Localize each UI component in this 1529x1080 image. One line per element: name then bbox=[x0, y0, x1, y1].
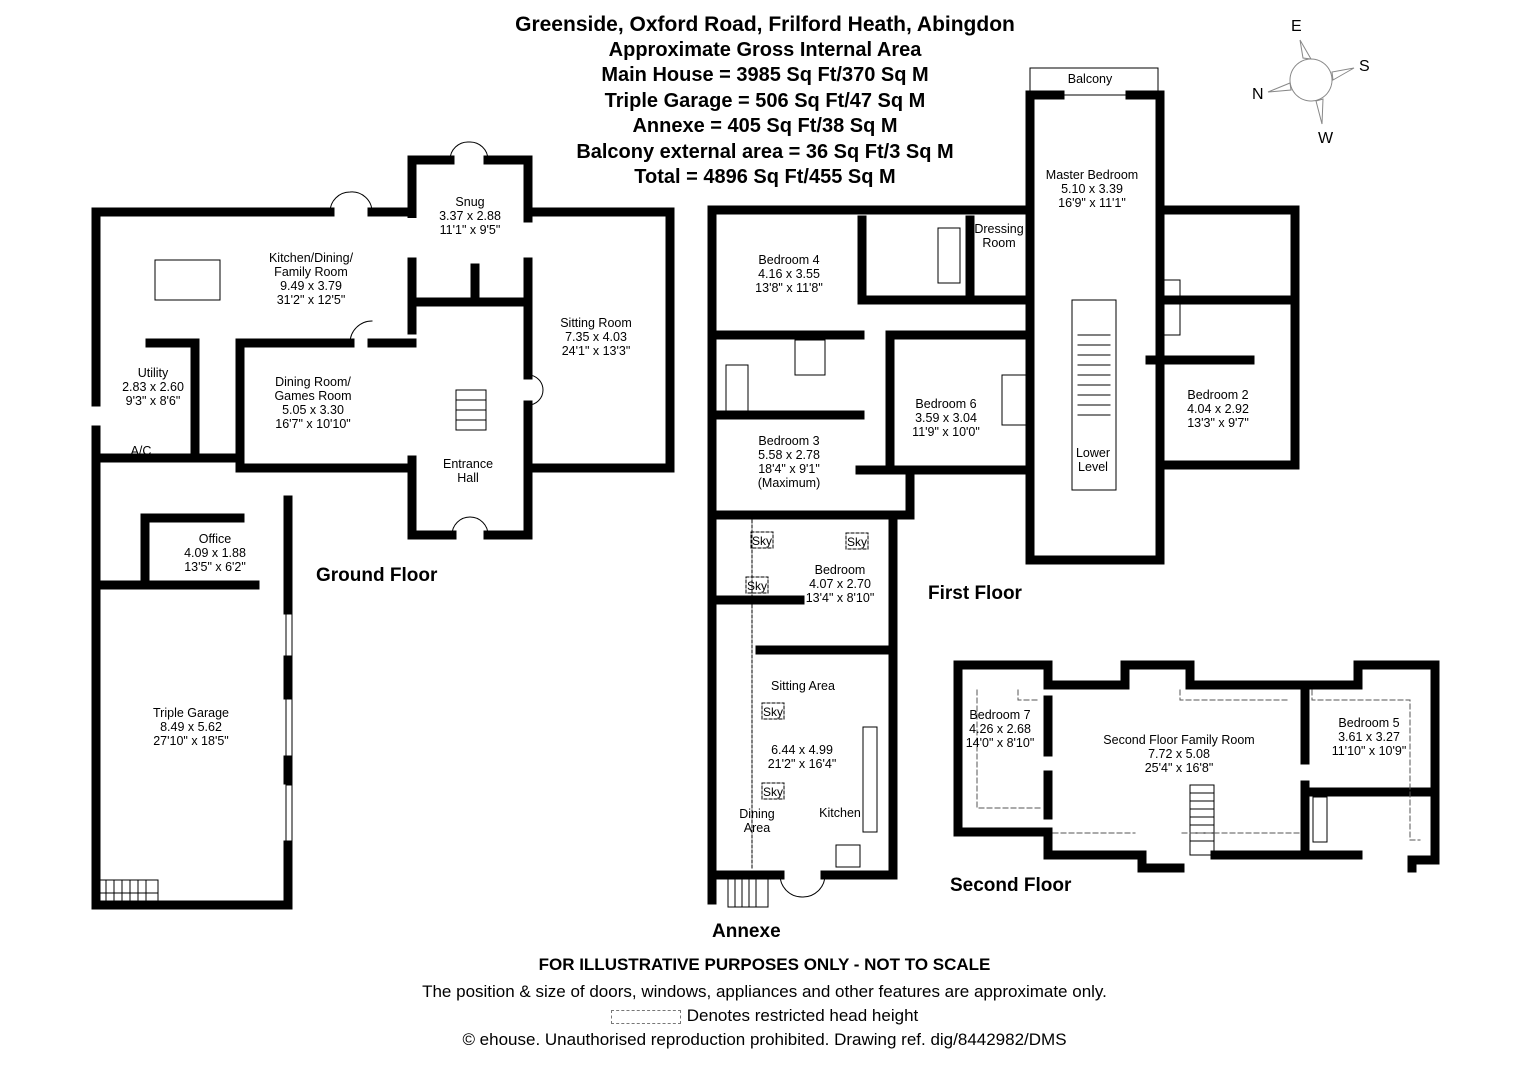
room-sitting-room: Sitting Room 7.35 x 4.03 24'1" x 13'3" bbox=[560, 316, 632, 358]
room-entrance-hall: Entrance Hall bbox=[442, 457, 494, 485]
first-floor-walls bbox=[707, 90, 1300, 905]
area-subtitle: Approximate Gross Internal Area bbox=[608, 38, 922, 61]
room-dining-games: Dining Room/ Games Room 5.05 x 3.30 16'7… bbox=[274, 375, 352, 431]
ground-door-arcs bbox=[329, 141, 544, 536]
room-bedroom-6: Bedroom 6 3.59 x 3.04 11'9" x 10'0" bbox=[912, 397, 980, 439]
first-floor-title: First Floor bbox=[928, 583, 1022, 604]
room-master-bedroom: Master Bedroom 5.10 x 3.39 16'9" x 11'1" bbox=[1045, 168, 1139, 210]
compass-east-label: E bbox=[1291, 18, 1302, 35]
room-annexe-kitchen: Kitchen bbox=[819, 806, 861, 820]
second-floor-walls bbox=[953, 660, 1440, 873]
area-triple-garage: Triple Garage = 506 Sq Ft/47 Sq M bbox=[604, 89, 926, 112]
first-floor-fixtures bbox=[725, 67, 1181, 491]
room-bedroom-7: Bedroom 7 4.26 x 2.68 14'0" x 8'10" bbox=[965, 708, 1035, 750]
compass-south-label: S bbox=[1359, 58, 1370, 75]
restricted-head-height-lines bbox=[976, 689, 1421, 841]
legend-restricted-height: Denotes restricted head height bbox=[0, 1006, 1529, 1026]
compass-rose bbox=[1267, 39, 1355, 125]
annexe-fixtures bbox=[727, 726, 878, 908]
plan-header: Greenside, Oxford Road, Frilford Heath, … bbox=[430, 12, 1100, 191]
annexe-skylights bbox=[745, 519, 869, 871]
room-bedroom-3: Bedroom 3 5.58 x 2.78 18'4" x 9'1" (Maxi… bbox=[757, 434, 821, 490]
room-utility: Utility 2.83 x 2.60 9'3" x 8'6" bbox=[122, 366, 184, 408]
room-bedroom-5: Bedroom 5 3.61 x 3.27 11'10" x 10'9" bbox=[1331, 716, 1407, 758]
area-annexe: Annexe = 405 Sq Ft/38 Sq M bbox=[632, 115, 898, 137]
area-balcony: Balcony external area = 36 Sq Ft/3 Sq M bbox=[576, 140, 954, 163]
skylight-1: Sky bbox=[751, 534, 773, 548]
ground-floor-title: Ground Floor bbox=[316, 565, 438, 586]
skylight-3: Sky bbox=[746, 579, 768, 593]
room-lower-level: Lower Level bbox=[1075, 446, 1111, 474]
skylight-4: Sky bbox=[762, 705, 784, 719]
room-second-floor-family: Second Floor Family Room 7.72 x 5.08 25'… bbox=[1103, 733, 1255, 775]
second-floor-title: Second Floor bbox=[950, 875, 1072, 896]
annexe-title: Annexe bbox=[712, 921, 781, 942]
skylight-5: Sky bbox=[762, 785, 784, 799]
room-annexe-sitting-area: Sitting Area bbox=[771, 679, 835, 693]
restricted-height-swatch bbox=[610, 1009, 681, 1024]
room-dressing-room: Dressing Room bbox=[974, 222, 1024, 250]
room-annexe-sitting-dims: 6.44 x 4.99 21'2" x 16'4" bbox=[767, 743, 837, 771]
ground-floor-walls bbox=[91, 155, 675, 910]
room-balcony: Balcony bbox=[1067, 72, 1113, 86]
area-total: Total = 4896 Sq Ft/455 Sq M bbox=[634, 166, 896, 188]
room-office: Office 4.09 x 1.88 13'5" x 6'2" bbox=[184, 532, 246, 574]
room-bedroom-2: Bedroom 2 4.04 x 2.92 13'3" x 9'7" bbox=[1187, 388, 1249, 430]
property-address: Greenside, Oxford Road, Frilford Heath, … bbox=[515, 13, 1015, 36]
copyright-notice: © ehouse. Unauthorised reproduction proh… bbox=[462, 1030, 1067, 1049]
room-annexe-dining-area: Dining Area bbox=[739, 807, 775, 835]
compass-west-label: W bbox=[1318, 130, 1334, 147]
garage-stairs bbox=[97, 259, 487, 907]
room-kitchen-dining-family: Kitchen/Dining/ Family Room 9.49 x 3.79 … bbox=[268, 251, 354, 307]
disclaimer-note: The position & size of doors, windows, a… bbox=[422, 982, 1107, 1001]
room-bedroom-4: Bedroom 4 4.16 x 3.55 13'8" x 11'8" bbox=[755, 253, 823, 295]
room-snug: Snug 3.37 x 2.88 11'1" x 9'5" bbox=[439, 195, 501, 237]
area-main-house: Main House = 3985 Sq Ft/370 Sq M bbox=[601, 64, 929, 86]
compass-north-label: N bbox=[1252, 86, 1264, 103]
room-annexe-bedroom: Bedroom 4.07 x 2.70 13'4" x 8'10" bbox=[805, 563, 875, 605]
room-triple-garage: Triple Garage 8.49 x 5.62 27'10" x 18'5" bbox=[153, 706, 229, 748]
disclaimer-heading: FOR ILLUSTRATIVE PURPOSES ONLY - NOT TO … bbox=[538, 955, 991, 974]
skylight-2: Sky bbox=[846, 535, 868, 549]
room-ac: A/C bbox=[130, 444, 152, 458]
